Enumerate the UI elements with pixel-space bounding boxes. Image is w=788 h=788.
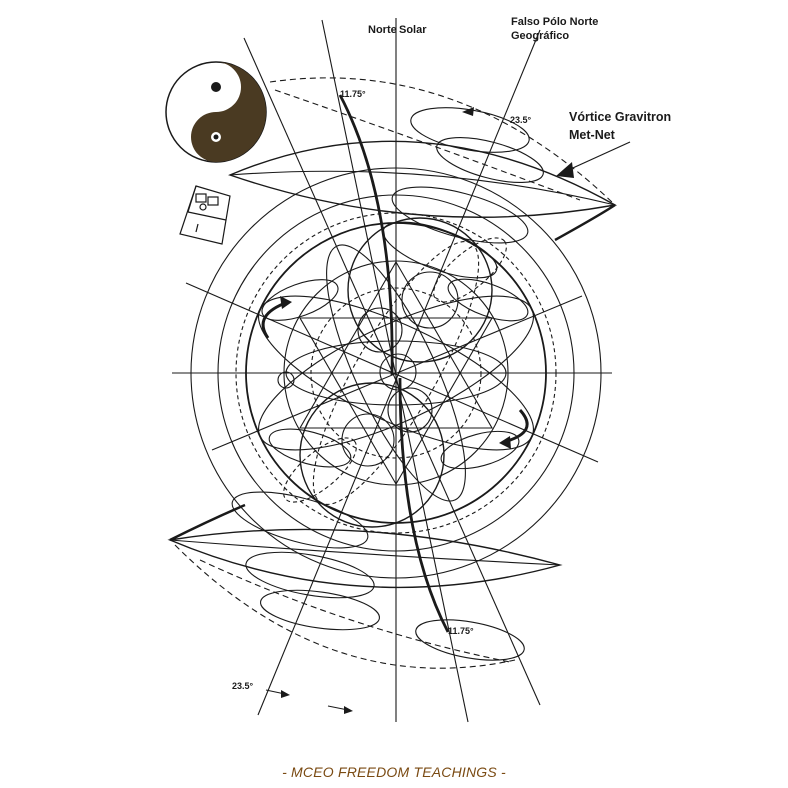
- vortex-pointer: [563, 141, 631, 173]
- arrowhead: [556, 162, 574, 178]
- upper-spiral-arm: [338, 94, 394, 376]
- side-ellipse-1: [261, 279, 339, 321]
- upper-circle: [347, 217, 493, 363]
- upper-small-circle: [401, 271, 459, 329]
- lower-left-tip: [169, 503, 246, 542]
- side-ellipse-4: [440, 430, 520, 470]
- lower-dashed-arc: [174, 544, 516, 669]
- outer-circle: [190, 167, 602, 579]
- triangle-down: [299, 317, 493, 486]
- arrowhead: [281, 690, 290, 698]
- tilted-axis-d: [211, 295, 583, 451]
- upper-lens-mid: [229, 170, 616, 206]
- lower-circle: [299, 382, 445, 528]
- tilted-axis-a: [321, 19, 469, 723]
- core-circle: [379, 353, 417, 391]
- tilted-ellipse-4: [326, 244, 466, 502]
- upper-dashed-arc-2: [274, 89, 581, 201]
- vortex-label: Vórtice Gravitron: [569, 110, 672, 124]
- upper-ellipse-2: [436, 136, 544, 184]
- horizontal-ellipse: [285, 340, 507, 406]
- inner-dashed-circle: [310, 287, 482, 459]
- arrowhead: [344, 706, 353, 714]
- mini-circle-1: [357, 307, 403, 353]
- tilted-ellipse-2: [257, 295, 535, 451]
- outer-circle-2: [217, 194, 575, 552]
- dashed-circle: [235, 212, 557, 534]
- side-ellipse-5: [433, 237, 507, 303]
- north-label: Norte: [368, 24, 397, 36]
- lower-lens-mid: [169, 539, 561, 566]
- triangle-up: [299, 260, 493, 429]
- side-ellipse-6: [283, 437, 357, 503]
- angle-label: 11.75°: [340, 89, 366, 99]
- mini-circle-2: [387, 387, 433, 433]
- lower-small-circle: [341, 413, 395, 467]
- metnet-label: Met-Net: [569, 128, 615, 142]
- arrowhead: [499, 436, 511, 449]
- footer-credit: - MCEO FREEDOM TEACHINGS -: [282, 764, 506, 780]
- lower-ellipse-4: [415, 619, 525, 661]
- angle-label: 11.75°: [448, 626, 474, 636]
- side-ellipse-2: [268, 428, 352, 468]
- lower-ellipse-1: [245, 551, 375, 599]
- arrowhead: [462, 107, 474, 116]
- angle-label: 23.5°: [510, 115, 532, 125]
- lower-spiral-arm: [398, 377, 450, 633]
- upper-right-tip: [554, 203, 616, 242]
- arrowhead: [280, 296, 292, 309]
- lower-ellipse-2: [259, 589, 381, 631]
- upper-dashed-arc: [269, 77, 616, 206]
- upper-ellipse-3: [391, 186, 529, 244]
- lower-ellipse-3: [231, 491, 369, 549]
- cube-icon: [179, 185, 231, 245]
- solar-label: Solar: [399, 24, 427, 36]
- false-pole-label: Falso Pólo Norte: [511, 16, 599, 28]
- upper-lens: [228, 140, 618, 218]
- yin-yang-icon: [165, 61, 267, 163]
- lower-lens: [167, 528, 563, 589]
- angle-label: 23.5°: [232, 681, 254, 691]
- side-ellipse-3: [447, 278, 529, 322]
- lower-dashed-arc-2: [199, 559, 511, 663]
- geographic-label: Geográfico: [511, 30, 570, 42]
